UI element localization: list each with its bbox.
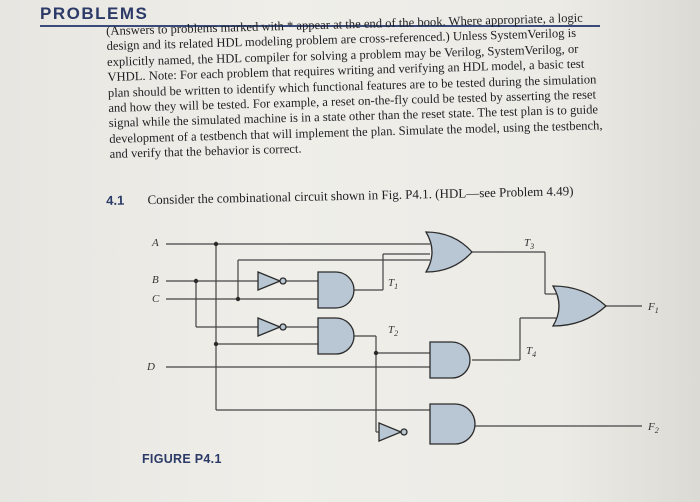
and-gate-f2 bbox=[429, 403, 476, 445]
or-gate-t3 bbox=[424, 231, 473, 273]
signal-label-t2: T2 bbox=[388, 324, 398, 338]
signal-label-t4: T4 bbox=[526, 345, 536, 359]
input-label-b: B bbox=[152, 274, 159, 286]
input-label-a: A bbox=[151, 237, 159, 249]
not-gate-t2 bbox=[378, 422, 408, 442]
and-gate-t4 bbox=[429, 341, 471, 379]
and-gate-t2 bbox=[317, 317, 355, 355]
output-label-f1: F1 bbox=[647, 301, 659, 315]
input-label-c: C bbox=[152, 293, 160, 305]
or-gate-f1 bbox=[551, 285, 607, 327]
wire-junctions bbox=[193, 241, 379, 356]
input-label-d: D bbox=[146, 361, 155, 373]
section-heading: PROBLEMS bbox=[40, 4, 600, 27]
output-label-f2: F2 bbox=[647, 421, 659, 435]
and-gate-t1 bbox=[317, 271, 355, 309]
not-gate-c bbox=[257, 317, 287, 337]
not-gate-b bbox=[257, 271, 287, 291]
signal-label-t1: T1 bbox=[388, 277, 398, 291]
figure-caption: FIGURE P4.1 bbox=[142, 452, 222, 466]
signal-label-t3: T3 bbox=[524, 237, 534, 251]
circuit-wires bbox=[166, 243, 642, 433]
